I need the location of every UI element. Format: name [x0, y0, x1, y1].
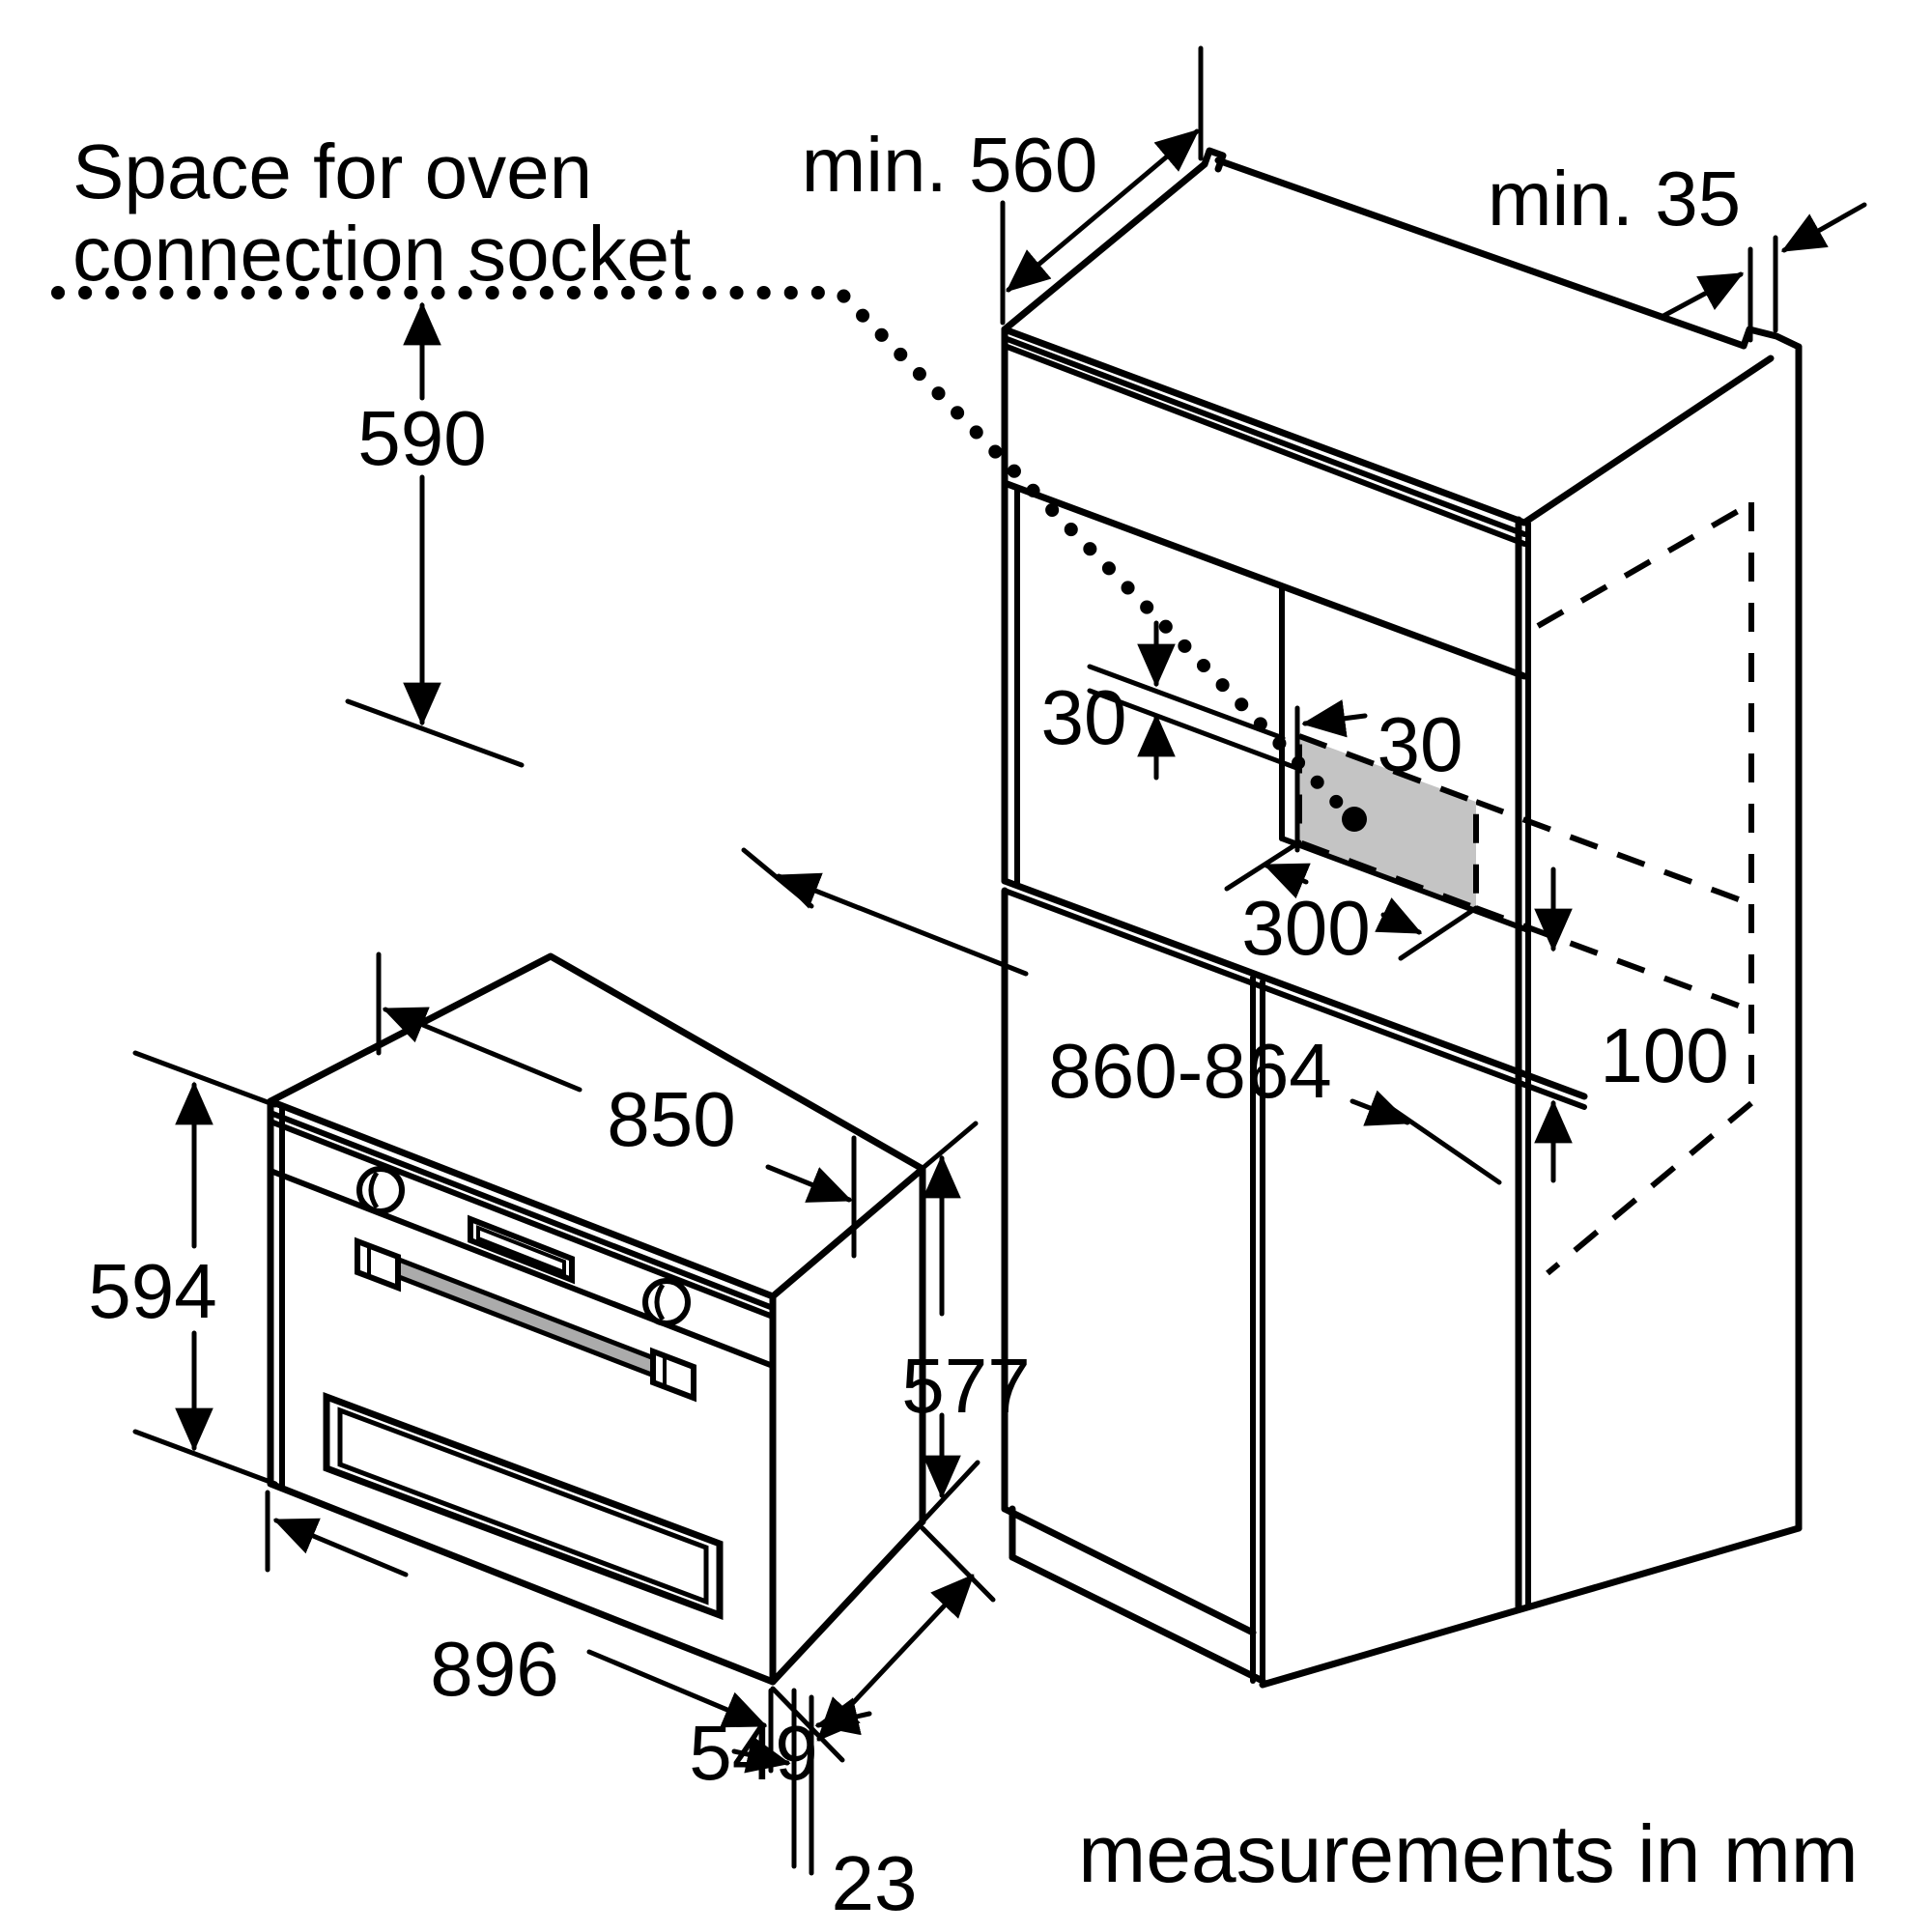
- hidden-bottom-back-line: [1546, 1100, 1753, 1276]
- label-dim-23: 23: [832, 1840, 918, 1926]
- oven-handle-bar: [384, 1251, 669, 1384]
- oven-door-window-inner: [337, 1406, 709, 1605]
- dimension-23: [731, 1688, 872, 1876]
- label-dim-860-864: 860-864: [1048, 1028, 1332, 1114]
- dimension-850: [376, 952, 857, 1259]
- label-dim-594: 594: [88, 1248, 216, 1334]
- label-socket-note-2: connection socket: [72, 211, 691, 297]
- socket-leader-dotted-line: [51, 286, 1357, 823]
- cabinet-front-top-edge: [1001, 326, 1528, 526]
- oven-handle-cap-right: [650, 1347, 696, 1403]
- oven-knob-right: [642, 1278, 691, 1326]
- cabinet-top-back-edge: [1214, 156, 1747, 350]
- label-dim-100: 100: [1600, 1012, 1728, 1098]
- cabinet-lower-front-bottom-edge: [1001, 1505, 1257, 1636]
- cabinet-hidden-lines: [1474, 502, 1754, 1276]
- label-dim-30-horiz: 30: [1378, 701, 1463, 787]
- dimension-594: [132, 1050, 278, 1487]
- oven: [267, 952, 926, 1686]
- dimension-300: [1224, 839, 1479, 961]
- hidden-top-back-line: [1536, 503, 1748, 629]
- oven-frame-top-inner2: [268, 1119, 776, 1320]
- cabinet-band-line: [1002, 335, 1527, 537]
- niche-floor-front-edge: [1001, 877, 1588, 1100]
- dimension-min35: [1661, 202, 1867, 343]
- cabinet-top-right-edge: [1520, 355, 1775, 526]
- oven-knob-left: [356, 1166, 405, 1214]
- label-units-note: measurements in mm: [1078, 1808, 1859, 1899]
- label-dim-min560: min. 560: [802, 122, 1098, 208]
- label-dim-577: 577: [901, 1343, 1030, 1429]
- dimension-577: [905, 1121, 980, 1524]
- niche-floor-front-edge-inner: [1002, 888, 1587, 1110]
- cabinet-bottom-right-edge: [1259, 1524, 1803, 1689]
- dimension-860-864: [741, 847, 1502, 1185]
- dimension-30-horizontal: [1294, 699, 1368, 853]
- label-socket-note-1: Space for oven: [72, 128, 592, 214]
- dimension-590: [345, 301, 525, 768]
- label-dim-min35: min. 35: [1488, 156, 1741, 242]
- oven-control-band-bottom: [268, 1168, 776, 1369]
- label-dim-850: 850: [607, 1076, 735, 1162]
- label-dim-30-vert: 30: [1041, 674, 1127, 760]
- label-dim-549: 549: [689, 1710, 817, 1796]
- oven-side-bottom-edge: [769, 1518, 926, 1686]
- cabinet-band-line: [1002, 343, 1527, 547]
- niche-top-edge: [1001, 479, 1528, 680]
- label-dim-300: 300: [1241, 885, 1370, 971]
- oven-display-window-inner: [476, 1225, 566, 1275]
- oven-handle-cap-left: [355, 1236, 401, 1293]
- dimension-min560: [1000, 45, 1204, 326]
- cabinet-outline: [1001, 147, 1803, 1689]
- plinth-bottom-edge: [1009, 1553, 1266, 1685]
- cabinet-back-right-notch: [1740, 326, 1803, 351]
- socket-point: [1342, 807, 1367, 832]
- label-dim-896: 896: [430, 1626, 558, 1712]
- oven-handle: [355, 1236, 696, 1403]
- dimension-30-vertical: [1087, 620, 1302, 781]
- label-dim-590: 590: [357, 395, 486, 481]
- oven-frame-top-inner: [268, 1110, 776, 1311]
